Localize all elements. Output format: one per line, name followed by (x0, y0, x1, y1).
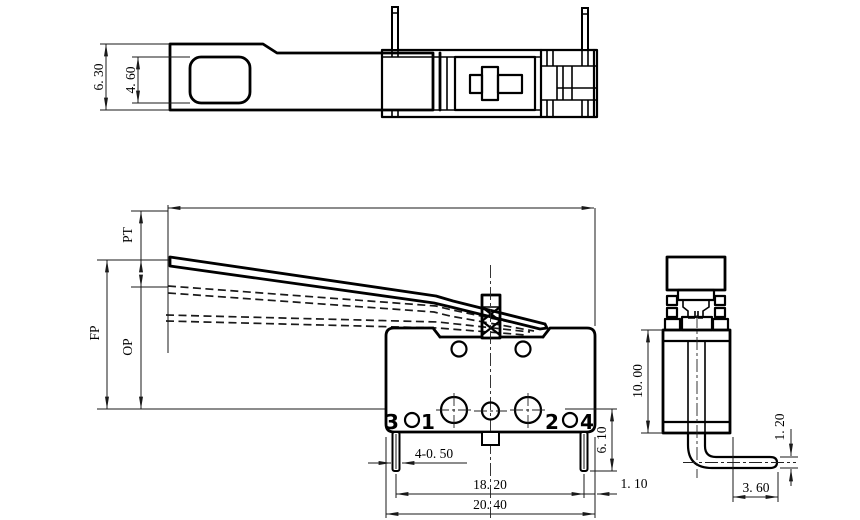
terminal-pin-front-left (391, 431, 401, 472)
terminal-2-label: 2 (545, 410, 559, 434)
terminal-3-label: 3 (385, 410, 399, 434)
lever-side-view (665, 255, 727, 292)
terminal-1-label: 1 (421, 410, 435, 434)
top-view: 6. 30 4. 60 (91, 6, 599, 119)
upper-hole-right (514, 340, 532, 358)
terminal-markings: 3 1 2 4 (385, 410, 594, 434)
terminal-circle-left (403, 411, 421, 429)
dim-1-10-label: 1. 10 (621, 476, 648, 491)
dim-op-label: OP (120, 338, 135, 355)
lever-hole (188, 55, 252, 105)
terminal-4-label: 4 (580, 410, 594, 434)
dim-18-20-label: 18. 20 (473, 477, 507, 492)
dim-10-00-label: 10. 00 (630, 364, 645, 398)
dim-pt-label: PT (120, 226, 135, 243)
switch-body-side-view (661, 328, 732, 435)
dim-6-30-label: 6. 30 (91, 63, 106, 90)
dim-fp-label: FP (87, 325, 102, 340)
travel-dimensions: PT FP OP (87, 205, 596, 518)
lever-top-view (168, 42, 448, 112)
side-view: 10. 00 1. 20 3. 60 (630, 255, 798, 502)
dim-1-20-label: 1. 20 (772, 413, 787, 440)
terminal-pin-top-right (581, 7, 589, 117)
dim-4-050-label: 4-0. 50 (415, 446, 453, 461)
side-view-dimensions: 10. 00 1. 20 3. 60 (630, 329, 798, 502)
lever-front-view (168, 255, 549, 331)
body-holes (436, 340, 547, 428)
dim-6-10-label: 6. 10 (594, 426, 609, 453)
front-view-dimensions: 4-0. 50 18. 20 1. 10 20. 40 6. 10 (368, 408, 648, 518)
switch-body-top-view (380, 6, 599, 119)
dim-3-60-label: 3. 60 (743, 480, 770, 495)
terminal-circle-right (561, 411, 579, 429)
top-view-dimensions: 6. 30 4. 60 (91, 43, 190, 111)
bottom-plunger (481, 431, 500, 446)
plunger-front-view (480, 293, 502, 340)
terminal-pin-top-left (391, 6, 399, 117)
hinge-clip-side-view (663, 288, 730, 332)
terminal-pin-front-right (579, 431, 589, 472)
side-view-centerlines (683, 315, 796, 478)
plunger-top-view (468, 65, 524, 102)
upper-hole-left (450, 340, 468, 358)
dim-20-40-label: 20. 40 (473, 497, 507, 512)
front-view: PT FP OP (87, 205, 648, 518)
dim-4-60-label: 4. 60 (123, 66, 138, 93)
